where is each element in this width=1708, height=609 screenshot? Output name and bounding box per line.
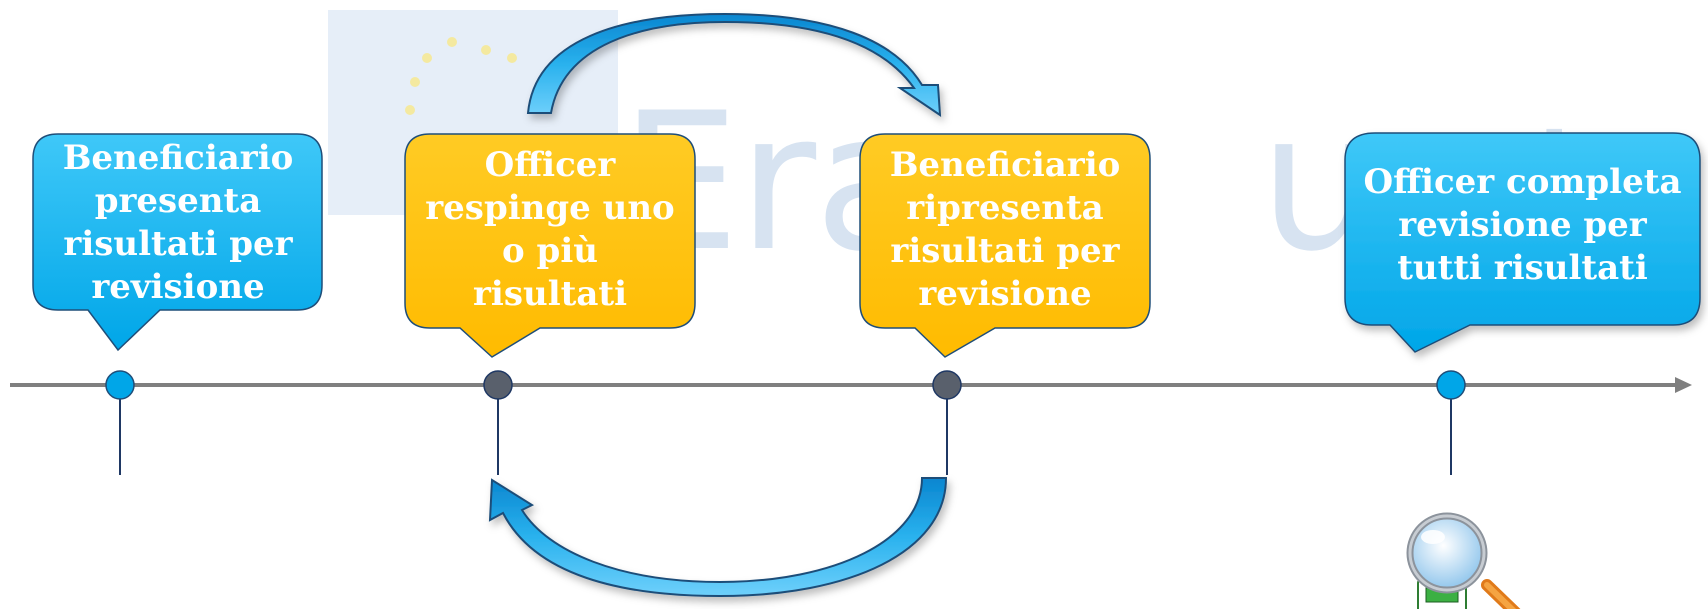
loop-arrow-back xyxy=(488,477,948,598)
step-1-label: Beneficiario presenta risultati per revi… xyxy=(62,137,294,307)
callout-step-3 xyxy=(859,133,1151,358)
loop-arrow-forward xyxy=(526,12,942,117)
step-3-label: Beneficiario ripresenta risultati per re… xyxy=(889,145,1121,314)
marker-step-3 xyxy=(932,370,962,400)
callout-step-2 xyxy=(404,133,696,358)
step-2-label: Officer respinge uno o più risultati xyxy=(425,145,675,314)
callout-step-4 xyxy=(1344,132,1701,353)
marker-step-4 xyxy=(1436,370,1466,400)
callout-step-1 xyxy=(32,133,323,352)
marker-step-2 xyxy=(483,370,513,400)
marker-step-1 xyxy=(105,370,135,400)
magnifier-document-icon xyxy=(1406,512,1521,609)
timeline-arrowhead xyxy=(1675,377,1692,393)
step-4-label: Officer completa revisione per tutti ris… xyxy=(1363,162,1682,288)
